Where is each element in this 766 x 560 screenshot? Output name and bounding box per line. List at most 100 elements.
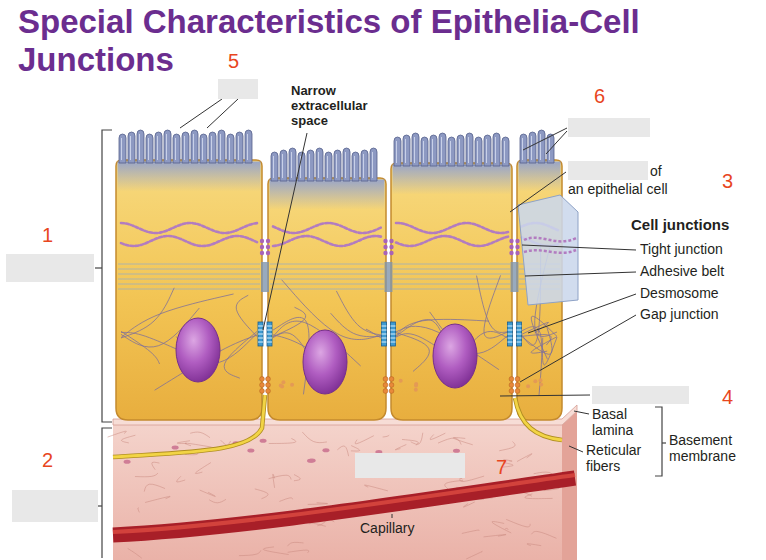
- gap-junction: [266, 377, 271, 382]
- structure-label: Reticular fibers: [586, 442, 650, 474]
- adhesive-belt: [385, 262, 393, 292]
- leader-line: [546, 131, 567, 154]
- reticular-fiber: [365, 485, 388, 491]
- desmosome: [382, 322, 387, 346]
- gap-junction: [509, 389, 514, 394]
- microvillus: [432, 139, 433, 163]
- intermediate-filament: [522, 335, 551, 345]
- desmosome: [258, 338, 263, 339]
- leader-line: [574, 411, 589, 414]
- text-spacer: [676, 162, 696, 180]
- microvillus: [173, 134, 180, 163]
- tight-junction: [515, 239, 519, 243]
- answer-blank: [568, 161, 648, 180]
- reticular-fiber: [395, 445, 406, 450]
- microvillus: [146, 134, 153, 163]
- desmosome: [382, 338, 387, 339]
- microvillus: [130, 136, 131, 160]
- gap-junction: [389, 383, 394, 388]
- intermediate-filament: [542, 337, 557, 365]
- reticular-fiber: [288, 550, 309, 553]
- microvillus: [282, 154, 283, 178]
- microvillus: [363, 154, 364, 178]
- microvillus: [211, 136, 212, 160]
- reticular-fiber: [463, 502, 474, 507]
- intermediate-filament: [273, 307, 306, 336]
- bracket: [655, 407, 662, 476]
- leader-line: [180, 99, 636, 518]
- reticular-fiber: [239, 550, 261, 555]
- reticular-fiber: [138, 508, 139, 513]
- desmosome: [382, 326, 387, 327]
- group-heading: Cell junctions: [631, 216, 729, 234]
- microvillus: [430, 135, 437, 166]
- intermediate-filament: [282, 280, 381, 340]
- reticular-fiber: [505, 528, 508, 530]
- tight-junction: [383, 239, 387, 243]
- reticular-fiber: [430, 433, 445, 439]
- leader-line: [510, 172, 566, 212]
- microvillus: [200, 134, 207, 163]
- reticular-fiber: [506, 519, 530, 526]
- tight-junction: [260, 245, 264, 249]
- gap-junction: [383, 377, 388, 382]
- reticular-fiber: [269, 438, 296, 443]
- microvillus: [372, 152, 373, 178]
- cytoskeleton: [121, 223, 257, 233]
- microvillus: [155, 132, 162, 163]
- connective-cell: [247, 448, 254, 452]
- structure-label: Narrow extracellular space: [291, 83, 383, 128]
- answer-blank: [568, 118, 650, 137]
- callout-number: 7: [496, 456, 507, 478]
- actin-filament: [270, 263, 384, 264]
- leader-line: [520, 315, 636, 382]
- capillary-vessel: [113, 475, 575, 535]
- microvillus: [538, 130, 545, 163]
- connective-cell: [453, 449, 460, 453]
- desmosome: [267, 322, 272, 346]
- microvillus: [529, 132, 536, 163]
- callout-number: 3: [722, 170, 733, 192]
- reticular-fiber: [466, 551, 482, 559]
- reticular-fiber: [144, 484, 165, 491]
- structure-label: Basal lamina: [592, 406, 650, 438]
- intermediate-filament: [522, 327, 542, 396]
- reticular-fiber: [273, 474, 275, 488]
- reticular-fiber: [492, 522, 511, 533]
- reticular-fiber: [263, 547, 288, 555]
- nucleus: [433, 324, 477, 388]
- gap-junction: [414, 383, 418, 387]
- microvillus: [273, 156, 274, 178]
- microvillus: [439, 133, 446, 166]
- microvillus: [450, 141, 451, 163]
- microvillus: [220, 134, 221, 160]
- reticular-fiber: [402, 439, 418, 445]
- microvillus: [405, 139, 406, 163]
- bracket: [102, 428, 112, 558]
- connective-cell: [124, 460, 131, 464]
- microvillus: [448, 137, 455, 166]
- microvillus: [280, 150, 287, 181]
- reticular-fiber: [527, 544, 541, 546]
- microvillus: [343, 148, 350, 181]
- microvillus: [184, 136, 185, 160]
- terminal-web: [270, 180, 385, 210]
- actin-filament: [118, 263, 260, 264]
- leader-line: [180, 99, 222, 128]
- desmosome: [517, 326, 522, 327]
- reticular-fiber: [411, 433, 423, 445]
- page-title: Special Characteristics of Epithelia-Cel…: [18, 3, 718, 79]
- desmosome: [267, 326, 272, 327]
- reticular-fiber: [185, 443, 212, 447]
- gap-junction: [509, 383, 514, 388]
- microvillus: [247, 134, 248, 160]
- desmosome: [258, 322, 263, 346]
- desmosome: [517, 342, 522, 343]
- leader-line: [207, 99, 238, 128]
- desmosome: [391, 338, 396, 339]
- reticular-fiber: [531, 531, 556, 538]
- intermediate-filament: [121, 288, 174, 338]
- microvillus: [164, 130, 171, 163]
- microvillus: [119, 134, 126, 163]
